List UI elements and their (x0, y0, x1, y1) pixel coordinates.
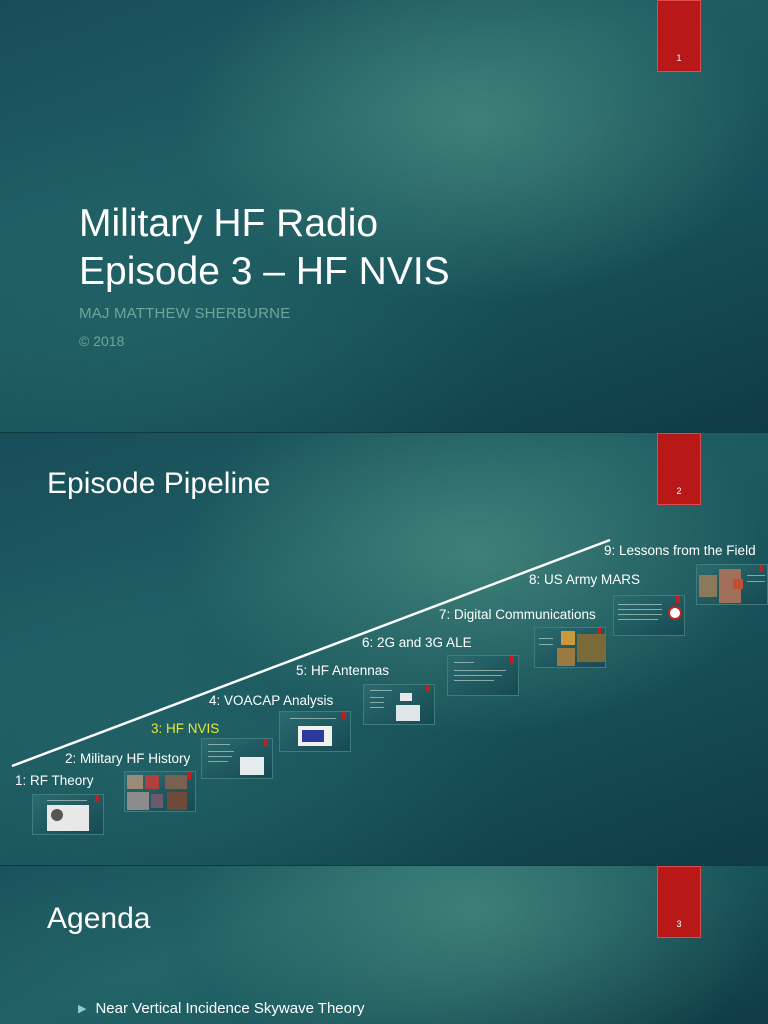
episode-label-6: 6: 2G and 3G ALE (362, 635, 472, 650)
episode-label-3: 3: HF NVIS (151, 721, 220, 736)
slide-number-tab: 2 (657, 433, 701, 505)
slide-1: 1 Military HF Radio Episode 3 – HF NVIS … (0, 0, 768, 432)
episode-thumbnail-7[interactable] (534, 627, 606, 668)
episode-label-7: 7: Digital Communications (439, 607, 596, 622)
copyright-text: © 2018 (79, 333, 125, 349)
episode-label-9: 9: Lessons from the Field (604, 543, 756, 558)
episode-label-1: 1: RF Theory (15, 773, 94, 788)
presentation-title: Military HF Radio Episode 3 – HF NVIS (79, 200, 450, 296)
slide-title: Agenda (47, 902, 151, 935)
episode-label-5: 5: HF Antennas (296, 663, 390, 678)
title-line-1: Military HF Radio (79, 202, 379, 245)
slide-3: 3 Agenda ▶ Near Vertical Incidence Skywav… (0, 866, 768, 1024)
title-line-2: Episode 3 – HF NVIS (79, 250, 450, 293)
slide-number-tab: 1 (657, 0, 701, 72)
slide-2: 2 Episode Pipeline 1: RF Theory 2: Milit… (0, 433, 768, 865)
slide-title: Episode Pipeline (47, 467, 271, 500)
pipeline-diagonal-line (11, 538, 611, 768)
episode-label-2: 2: Military HF History (65, 751, 191, 766)
episode-thumbnail-6[interactable] (447, 655, 519, 696)
slide-number-tab: 3 (657, 866, 701, 938)
agenda-bullet-text: Near Vertical Incidence Skywave Theory (95, 1000, 365, 1017)
episode-label-4: 4: VOACAP Analysis (209, 693, 334, 708)
slide-number: 1 (676, 53, 682, 63)
agenda-bullet-item: ▶ Near Vertical Incidence Skywave Theory (78, 1000, 365, 1017)
episode-thumbnail-1[interactable] (32, 794, 104, 835)
episode-label-8: 8: US Army MARS (529, 572, 641, 587)
episode-thumbnail-4[interactable] (279, 711, 351, 752)
triangle-right-icon: ▶ (78, 1003, 87, 1015)
slide-number: 2 (676, 486, 682, 496)
episode-thumbnail-8[interactable] (613, 595, 685, 636)
episode-thumbnail-3[interactable] (201, 738, 273, 779)
presenter-name: MAJ MATTHEW SHERBURNE (79, 305, 291, 322)
episode-thumbnail-9[interactable] (696, 564, 768, 605)
episode-thumbnail-2[interactable] (124, 771, 196, 812)
episode-thumbnail-5[interactable] (363, 684, 435, 725)
slide-number: 3 (676, 919, 682, 929)
